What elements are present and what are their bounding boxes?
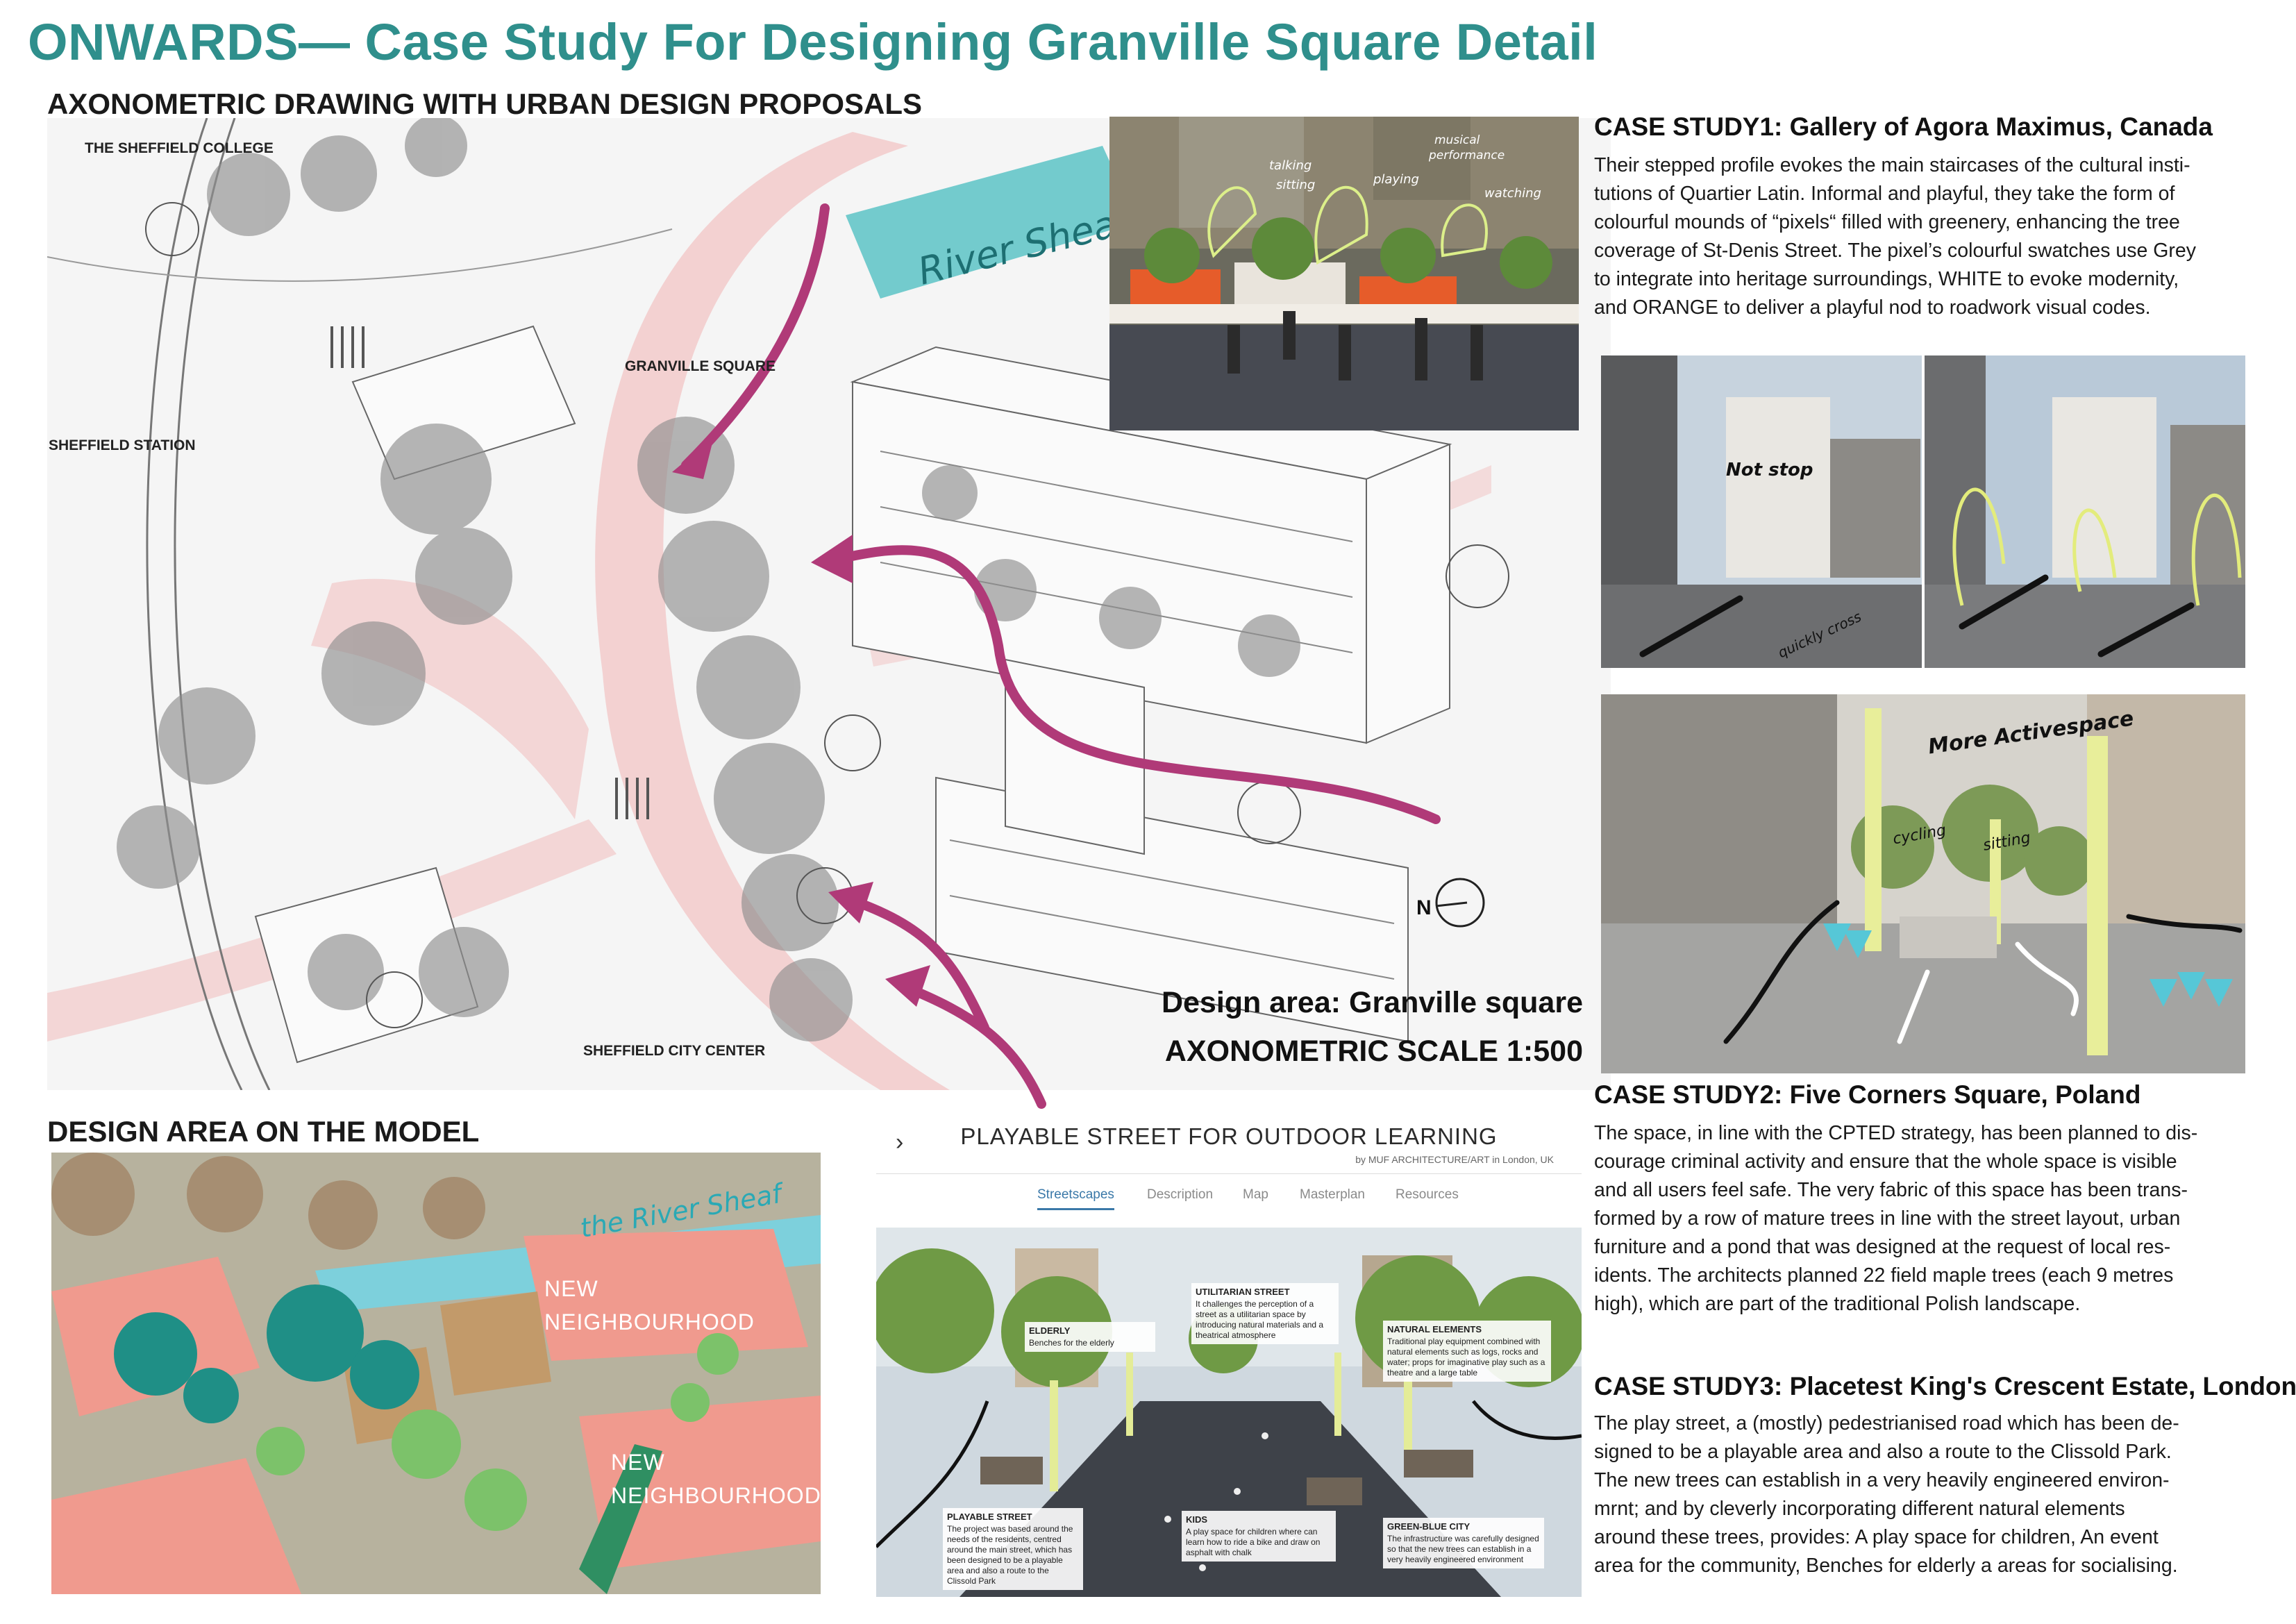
- axonometric-heading: AXONOMETRIC DRAWING WITH URBAN DESIGN PR…: [47, 87, 923, 120]
- north-label: N: [1416, 896, 1432, 919]
- design-area-label: Design area: Granville square: [1161, 986, 1583, 1019]
- page-title: ONWARDS— Case Study For Designing Granvi…: [28, 13, 1598, 71]
- playable-title: PLAYABLE STREET FOR OUTDOOR LEARNING: [960, 1123, 1498, 1149]
- photo1-note-playing: playing: [1373, 172, 1419, 187]
- photo1-note-talking: talking: [1269, 158, 1312, 173]
- tab-map[interactable]: Map: [1243, 1187, 1268, 1202]
- photo1-note-watching: watching: [1484, 186, 1541, 201]
- tab-resources[interactable]: Resources: [1396, 1187, 1459, 1202]
- case3-body: The play street, a (mostly) pedestrianis…: [1594, 1412, 2179, 1577]
- tab-description[interactable]: Description: [1147, 1187, 1214, 1202]
- pedestrian-band: [595, 132, 950, 1090]
- case2-body: The space, in line with the CPTED strate…: [1594, 1122, 2198, 1315]
- photo1-note-musical: musical: [1434, 133, 1480, 147]
- model-neighbourhood-label-2: NEW NEIGHBOURHOOD: [611, 1450, 821, 1508]
- playable-street-card: › PLAYABLE STREET FOR OUTDOOR LEARNING b…: [876, 1110, 1582, 1597]
- card-link-arrow: [885, 965, 1046, 1109]
- photo1-note-performance: performance: [1429, 149, 1505, 162]
- label-sheffield-college: THE SHEFFIELD COLLEGE: [85, 140, 274, 156]
- photo-physical-model: the River Sheaf NEW NEIGHBOURHOOD NEW NE…: [51, 1153, 821, 1594]
- photo1-note-sitting: sitting: [1276, 178, 1316, 192]
- tab-masterplan[interactable]: Masterplan: [1300, 1187, 1365, 1202]
- case1-body: Their stepped profile evokes the main st…: [1594, 154, 2197, 319]
- case2-title: CASE STUDY2: Five Corners Square, Poland: [1594, 1080, 2141, 1109]
- scale-label: AXONOMETRIC SCALE 1:500: [1164, 1035, 1583, 1068]
- photo-agora-maximus: talking sitting playing musical performa…: [1109, 117, 1579, 430]
- tab-streetscapes[interactable]: Streetscapes: [1037, 1187, 1114, 1210]
- label-sheffield-city-center: SHEFFIELD CITY CENTER: [583, 1043, 766, 1059]
- photo-active-space: More Activespace cycling sitting: [1601, 694, 2245, 1073]
- model-heading: DESIGN AREA ON THE MODEL: [47, 1115, 480, 1148]
- north-compass-icon: [1435, 878, 1485, 928]
- photo2-note-not-stop: Not stop: [1726, 460, 1813, 480]
- case3-title: CASE STUDY3: Placetest King's Crescent E…: [1594, 1372, 2296, 1400]
- photo-five-corners-street: Not stop quickly cross: [1601, 355, 2245, 668]
- playable-byline: by MUF ARCHITECTURE/ART in London, UK: [1355, 1154, 1554, 1165]
- chevron-right-icon[interactable]: ›: [896, 1129, 904, 1155]
- label-sheffield-station: SHEFFIELD STATION: [49, 437, 196, 453]
- model-neighbourhood-label-1: NEW NEIGHBOURHOOD: [544, 1276, 755, 1334]
- river-band: [846, 146, 1137, 299]
- case1-title: CASE STUDY1: Gallery of Agora Maximus, C…: [1594, 112, 2213, 141]
- movement-arrows: [681, 203, 1441, 1032]
- label-granville-square: GRANVILLE SQUARE: [625, 358, 776, 374]
